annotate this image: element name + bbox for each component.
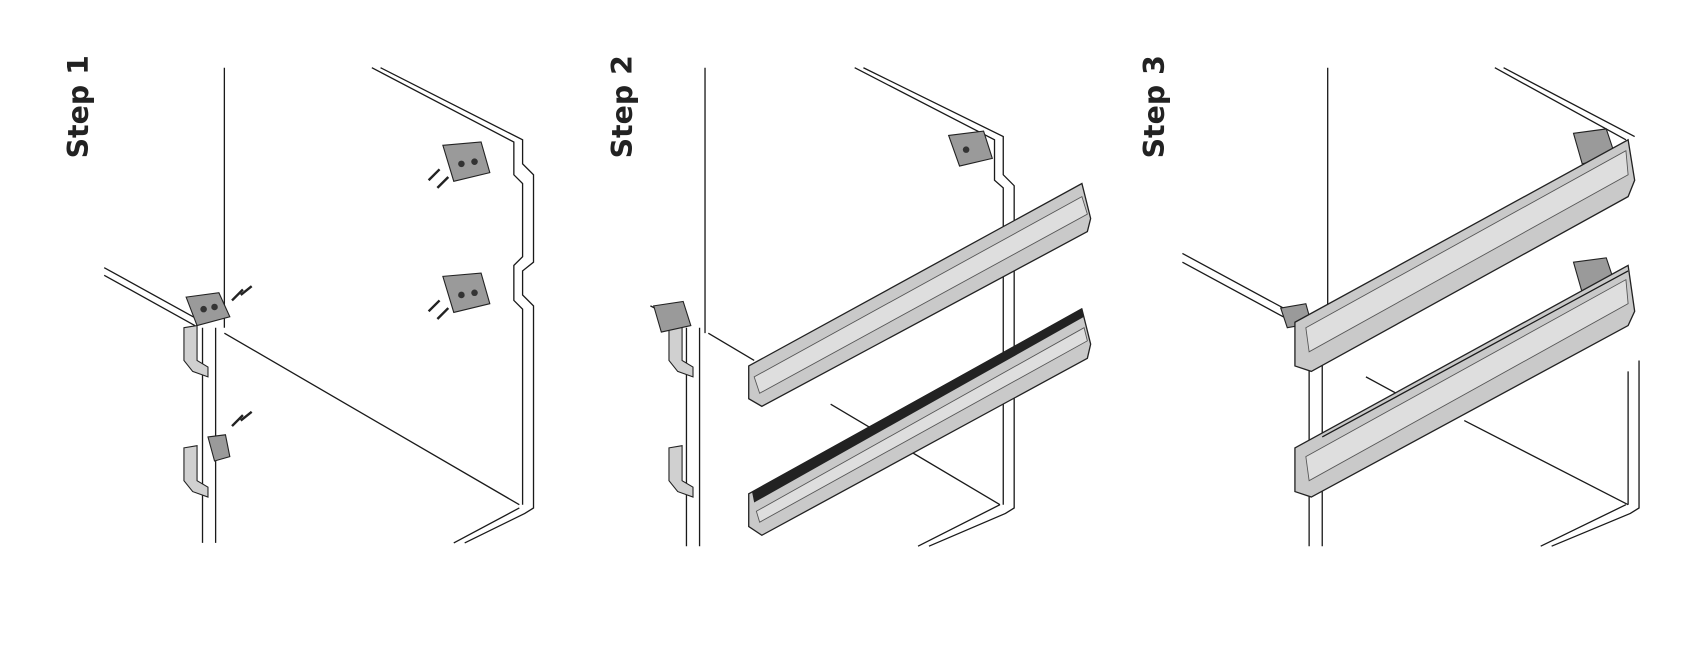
step-2-panel: Step 2 (606, 55, 1092, 547)
step-2-label: Step 2 (606, 55, 639, 158)
mounting-bracket (442, 272, 491, 314)
step-3-label: Step 3 (1138, 55, 1171, 158)
step-3-panel: Step 3 (1138, 55, 1640, 547)
mounting-bracket (207, 434, 231, 462)
mounting-bracket (947, 130, 994, 167)
step-1-panel: Step 1 (62, 55, 535, 544)
step-1-label: Step 1 (62, 55, 95, 158)
screws (231, 168, 450, 427)
mounting-bracket (652, 300, 692, 333)
rail-top (748, 182, 1092, 408)
rail-top (1294, 138, 1636, 373)
rail-bottom (748, 308, 1092, 537)
mounting-bracket (442, 141, 491, 182)
mounting-bracket (185, 292, 231, 327)
rail-bottom (1294, 264, 1636, 498)
